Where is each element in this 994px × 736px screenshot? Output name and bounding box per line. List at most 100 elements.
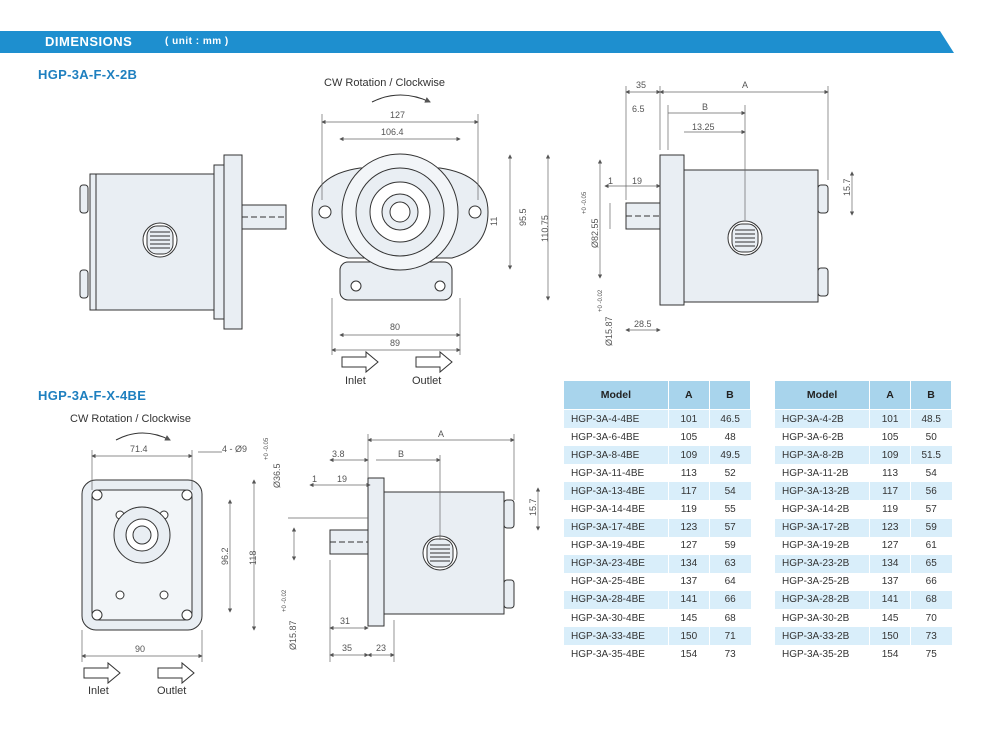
cell-b: 66: [708, 590, 751, 610]
inlet-label-4be: Inlet: [88, 685, 109, 697]
cell-a: 123: [667, 518, 710, 537]
col-model: Model: [563, 380, 669, 410]
pump-2b-side-view: [79, 154, 287, 330]
cell-b: 52: [708, 464, 751, 483]
cell-model: HGP-3A-14-2B: [773, 500, 870, 519]
cell-model: HGP-3A-35-2B: [773, 645, 870, 664]
cell-a: 154: [667, 645, 710, 664]
cell-b: 73: [708, 645, 751, 664]
dim-13-25: 13.25: [692, 122, 715, 132]
cell-model: HGP-3A-13-4BE: [563, 482, 669, 501]
cell-b: 48.5: [909, 409, 952, 429]
inlet-label-2b: Inlet: [345, 375, 366, 387]
rotation-label-2b: CW Rotation / Clockwise: [324, 77, 445, 89]
dim-a-2b: A: [742, 80, 748, 90]
tol-36-5: +0 -0.05: [264, 437, 270, 460]
pump-4be-front-view: [81, 479, 203, 631]
cell-a: 141: [869, 590, 911, 610]
dim-96-2: 96.2: [220, 547, 230, 565]
cell-b: 49.5: [708, 446, 751, 465]
cell-a: 117: [667, 482, 710, 501]
dim-19-4be: 19: [337, 474, 347, 484]
cell-a: 137: [869, 572, 911, 591]
dim-89: 89: [390, 338, 400, 348]
cell-a: 109: [667, 446, 710, 465]
pump-2b-front-view: [311, 153, 489, 301]
cell-a: 127: [869, 536, 911, 555]
section-title-2b: HGP-3A-F-X-2B: [38, 67, 138, 82]
cell-model: HGP-3A-28-2B: [773, 590, 870, 610]
cell-a: 150: [869, 627, 911, 646]
inlet-outlet-arrows-4be: [83, 661, 195, 685]
outlet-label-2b: Outlet: [412, 375, 441, 387]
dim-6-5: 6.5: [632, 104, 645, 114]
cell-b: 59: [909, 518, 952, 537]
cell-a: 119: [667, 500, 710, 519]
col-a: A: [869, 380, 911, 410]
cell-b: 61: [909, 536, 952, 555]
pump-2b-right-view: [625, 154, 829, 306]
section-title-4be: HGP-3A-F-X-4BE: [38, 388, 147, 403]
dim-1-4be: 1: [312, 474, 317, 484]
dim-35-2b: 35: [636, 80, 646, 90]
cell-a: 145: [667, 609, 710, 628]
cell-b: 56: [909, 482, 952, 501]
cell-model: HGP-3A-28-4BE: [563, 590, 669, 610]
cell-model: HGP-3A-17-4BE: [563, 518, 669, 537]
cell-model: HGP-3A-17-2B: [773, 518, 870, 537]
cell-b: 59: [708, 536, 751, 555]
cell-model: HGP-3A-11-4BE: [563, 464, 669, 483]
dim-d36-5: Ø36.5: [272, 463, 282, 488]
cell-b: 57: [708, 518, 751, 537]
cell-a: 105: [869, 428, 911, 447]
col-model: Model: [773, 380, 871, 410]
cell-model: HGP-3A-30-4BE: [563, 609, 669, 628]
cell-model: HGP-3A-30-2B: [773, 609, 870, 628]
cell-b: 68: [909, 590, 952, 610]
cell-a: 154: [869, 645, 911, 664]
dim-1-2b: 1: [608, 176, 613, 186]
tol-15-87-2b: +0 -0.02: [598, 289, 604, 312]
cell-b: 68: [708, 609, 751, 628]
dim-b-4be: B: [398, 449, 404, 459]
cell-a: 105: [667, 428, 710, 447]
banner-unit: ( unit : mm ): [165, 36, 229, 47]
cell-model: HGP-3A-4-2B: [773, 409, 870, 429]
dim-15-7-2b: 15.7: [842, 178, 852, 196]
cell-b: 75: [909, 645, 952, 664]
cell-a: 101: [667, 409, 710, 429]
cell-model: HGP-3A-33-4BE: [563, 627, 669, 646]
dimensions-banner: DIMENSIONS ( unit : mm ): [0, 31, 954, 53]
cell-b: 63: [708, 554, 751, 573]
inlet-outlet-arrows-2b: [341, 350, 453, 374]
dim-d15-87-4be: Ø15.87: [288, 620, 298, 650]
cell-b: 65: [909, 554, 952, 573]
col-b: B: [708, 380, 752, 410]
cell-model: HGP-3A-4-4BE: [563, 409, 669, 429]
dim-80: 80: [390, 322, 400, 332]
cell-a: 117: [869, 482, 911, 501]
cell-b: 73: [909, 627, 952, 646]
cell-b: 51.5: [909, 446, 952, 465]
cell-a: 119: [869, 500, 911, 519]
dim-71-4: 71.4: [130, 444, 148, 454]
